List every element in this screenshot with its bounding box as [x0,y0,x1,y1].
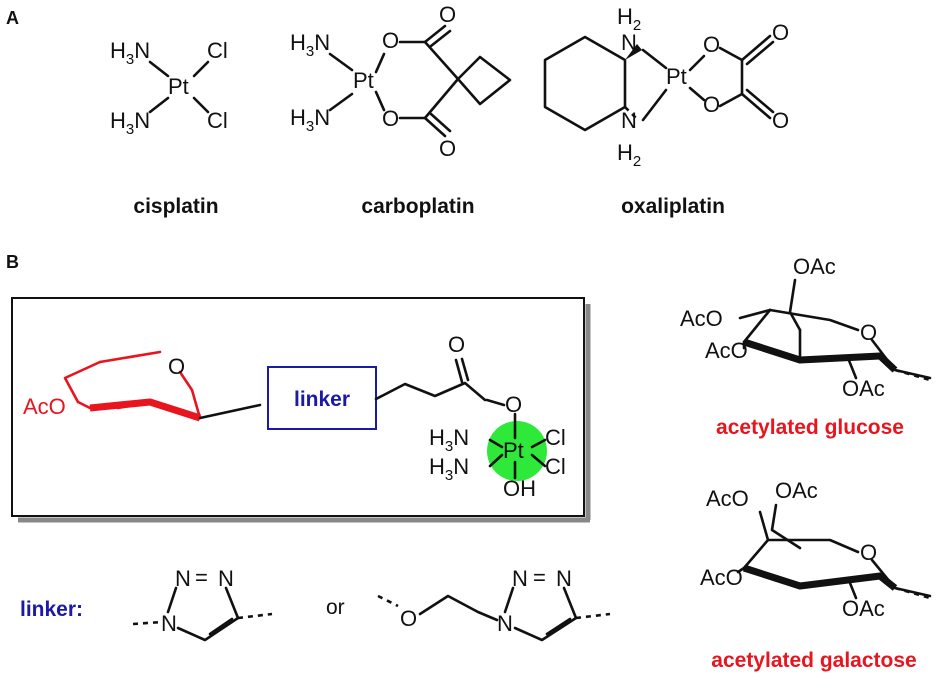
triazole-linker-2: O N N N = [377,565,611,642]
platinum-atom: Pt [168,74,189,99]
cisplatin-name: cisplatin [133,195,218,218]
triazole-n1: N [497,611,513,636]
acetoxy-label: AcO [705,338,748,363]
oxaliplatin-name: oxaliplatin [621,195,725,218]
triazole-n1: N [161,611,177,636]
nitrogen-atom: N [621,30,637,55]
platinum-atom: Pt [353,68,374,93]
carboplatin-name: carboplatin [361,195,474,218]
carbonyl-oxygen: O [448,332,465,357]
ester-oxygen: O [505,392,522,417]
linker-row-label: linker: [20,598,83,621]
double-bond-mark: = [195,565,208,590]
linker-box: linker [267,366,377,430]
acetoxy-label: AcO [23,394,66,419]
acetoxy-label: AcO [706,486,749,511]
oxygen-atom: O [703,32,720,57]
acetoxy-label: OAc [842,376,885,401]
panel-label-b: B [6,252,19,272]
platinum-highlight [487,421,547,481]
platinum-iv-center: Pt H3N H3N Cl Cl OH [429,412,566,501]
chloride-ligand-2: Cl [545,454,566,479]
ring-oxygen: O [168,354,185,379]
galactose-name: acetylated galactose [711,649,916,672]
ammine-ligand-2: H3N [290,105,330,135]
chloride-ligand-1: Cl [545,425,566,450]
oxygen-atom: O [382,28,399,53]
oxaliplatin-structure: H2 N N H2 Pt O O O O [543,4,789,170]
triazole-n2: N [512,566,528,591]
linker-box-label: linker [294,388,350,411]
acetoxy-label: AcO [680,306,723,331]
acetoxy-label: OAc [842,596,885,621]
oxygen-atom: O [772,108,789,133]
acetoxy-label: OAc [793,254,836,279]
ether-oxygen: O [400,606,417,631]
acetylated-glucose-structure: OAc O AcO AcO OAc [680,254,932,401]
oxygen-atom: O [382,106,399,131]
oxygen-atom: O [703,92,720,117]
ammine-ligand-1: H3N [110,38,150,68]
platinum-atom: Pt [503,438,524,463]
acetoxy-label: AcO [700,565,743,590]
oxygen-atom: O [439,2,456,27]
hydroxide-ligand: OH [503,476,536,501]
oxygen-atom: O [772,20,789,45]
double-bond-mark: = [533,565,546,590]
ammine-ligand-1: H3N [290,30,330,60]
oxygen-atom: O [439,136,456,161]
acetoxy-label: OAc [775,478,818,503]
nitrogen-atom: N [621,108,637,133]
sugar-ring-red: O AcO [23,350,262,422]
amine-h2-label: H2 [617,140,641,170]
cisplatin-structure: H3N H3N Pt Cl Cl [110,38,228,138]
triazole-linker-1: N N N = [132,565,273,642]
glucose-name: acetylated glucose [716,416,904,439]
ammine-ligand-2: H3N [110,108,150,138]
platinum-atom: Pt [666,64,687,89]
acetylated-galactose-structure: AcO OAc O AcO OAc [700,478,932,621]
chloride-ligand-1: Cl [207,38,228,63]
triazole-n2: N [175,566,191,591]
panel-label-a: A [6,8,19,28]
ring-oxygen: O [860,540,877,565]
ring-oxygen: O [860,320,877,345]
chloride-ligand-2: Cl [207,108,228,133]
propanoate-chain: O O [374,332,522,417]
carboplatin-structure: H3N H3N Pt O O O O [290,2,512,161]
triazole-n3: N [556,566,572,591]
or-label: or [326,596,345,619]
triazole-n3: N [218,566,234,591]
